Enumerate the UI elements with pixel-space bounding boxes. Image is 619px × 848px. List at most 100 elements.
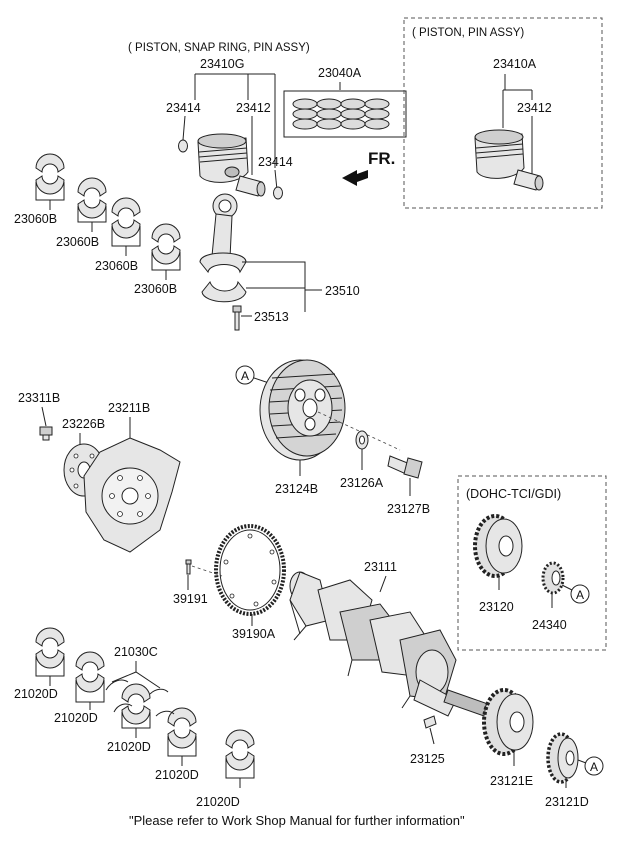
crank-key-23125 — [423, 715, 437, 729]
snap-ring-right — [273, 186, 283, 200]
con-rod-bolt-23513 — [232, 305, 242, 331]
leader-21020D-3 — [121, 712, 151, 738]
oil-pump-sprocket-24340 — [541, 561, 565, 595]
ring-gear-39190A — [214, 524, 286, 616]
footer-note: "Please refer to Work Shop Manual for fu… — [129, 813, 465, 828]
part-label-23040A: 23040A — [318, 66, 362, 80]
part-label-23412-mid: 23412 — [236, 101, 271, 115]
leader-23111 — [379, 575, 387, 593]
part-label-23414-left: 23414 — [166, 101, 201, 115]
crankshaft-pulley-23124B — [259, 359, 346, 461]
part-label-23060B-4: 23060B — [134, 282, 177, 296]
crankshaft-23111 — [289, 571, 494, 718]
main-bearing-4 — [167, 707, 197, 749]
piston-pin-assy-caption: ( PISTON, PIN ASSY) — [412, 27, 524, 39]
leader-23060B-3 — [111, 226, 141, 256]
part-label-23060B-3: 23060B — [95, 259, 138, 273]
leader-23410G — [194, 73, 276, 168]
part-label-23410A: 23410A — [493, 57, 537, 71]
part-label-23111: 23111 — [364, 560, 397, 574]
piston-ring-set-23040A — [283, 90, 407, 138]
dohc-variant-caption: (DOHC-TCI/GDI) — [466, 487, 561, 501]
piston-pin-23412 — [235, 175, 266, 197]
piston-23410A — [474, 129, 525, 179]
con-rod-bearing-4 — [151, 223, 181, 265]
leader-23060B-4 — [151, 252, 181, 280]
snap-ring-left — [178, 139, 188, 153]
part-label-23060B-2: 23060B — [56, 235, 99, 249]
part-label-23060B-1: 23060B — [14, 212, 57, 226]
part-label-23121D: 23121D — [545, 795, 589, 809]
piston-23410G — [197, 133, 249, 183]
part-label-23226B: 23226B — [62, 417, 105, 431]
leader-23510 — [242, 261, 322, 312]
leader-23125 — [429, 727, 435, 745]
part-label-21020D-4: 21020D — [155, 768, 199, 782]
leader-23060B-2 — [77, 206, 107, 232]
part-label-23412-box: 23412 — [517, 101, 552, 115]
part-label-23126A: 23126A — [340, 476, 384, 490]
part-label-23510: 23510 — [325, 284, 360, 298]
leader-ref-a-sprocket — [561, 584, 573, 591]
piston-snap-ring-pin-assy-caption: ( PISTON, SNAP RING, PIN ASSY) — [128, 42, 310, 54]
dohc-variant-box — [457, 475, 607, 651]
leader-23414-left — [182, 115, 186, 141]
ref-marker-a-pulley: A — [235, 365, 255, 385]
part-label-24340: 24340 — [532, 618, 567, 632]
main-bearing-1 — [35, 627, 65, 669]
flywheel-bolt-23311B — [39, 426, 53, 441]
front-direction-arrow — [342, 170, 368, 186]
part-label-23410G: 23410G — [200, 57, 244, 71]
part-label-23311B: 23311B — [18, 391, 60, 405]
ref-marker-a-gear: A — [584, 756, 604, 776]
piston-pin-box — [513, 169, 544, 191]
leader-21020D-1 — [35, 656, 65, 686]
part-label-21020D-1: 21020D — [14, 687, 58, 701]
con-rod-bearing-1 — [35, 153, 65, 195]
part-label-23125: 23125 — [410, 752, 445, 766]
washer-23126A — [355, 430, 369, 450]
ref-marker-a-sprocket-text: A — [576, 588, 584, 602]
con-rod-bearing-2 — [77, 177, 107, 219]
part-label-21020D-2: 21020D — [54, 711, 98, 725]
leader-23410A — [502, 74, 533, 128]
part-label-39191: 39191 — [173, 592, 208, 606]
ref-marker-a-sprocket: A — [570, 584, 590, 604]
main-bearing-5 — [225, 729, 255, 771]
part-label-23127B: 23127B — [387, 502, 430, 516]
part-label-23513: 23513 — [254, 310, 289, 324]
connecting-rod-23510 — [199, 193, 247, 303]
ref-marker-a-gear-text: A — [590, 760, 598, 774]
pin-axis-line — [191, 565, 223, 577]
leader-23060B-1 — [35, 182, 65, 210]
con-rod-bearing-3 — [111, 197, 141, 239]
crank-sprocket-23121E — [482, 688, 534, 756]
leader-ref-a-gear — [577, 759, 587, 764]
crank-sprocket-23120 — [473, 514, 523, 578]
ring-gear-pin-39191 — [185, 559, 192, 575]
part-label-23211B: 23211B — [108, 401, 150, 415]
thrust-washers-21030C — [105, 679, 175, 717]
pulley-bolt-23127B — [387, 455, 423, 479]
part-label-39190A: 39190A — [232, 627, 276, 641]
leader-23311B — [41, 406, 47, 427]
oil-pump-sprocket-23121D — [546, 732, 579, 784]
part-label-23124B: 23124B — [275, 482, 318, 496]
leader-21020D-4 — [167, 736, 197, 766]
leader-21020D-5 — [225, 758, 255, 788]
part-label-21020D-3: 21020D — [107, 740, 151, 754]
leader-23414-right — [274, 169, 278, 191]
part-label-23414-right: 23414 — [258, 155, 293, 169]
leader-21030C — [111, 661, 161, 689]
leader-21020D-2 — [75, 680, 105, 710]
front-arrow-label: FR. — [368, 149, 395, 168]
part-label-23121E: 23121E — [490, 774, 533, 788]
part-label-21020D-5: 21020D — [196, 795, 240, 809]
part-label-23120: 23120 — [479, 600, 514, 614]
piston-pin-assy-box — [403, 17, 603, 209]
drive-plate-23211B — [83, 437, 181, 553]
part-label-21030C: 21030C — [114, 645, 158, 659]
main-bearing-2 — [75, 651, 105, 693]
ref-marker-a-pulley-text: A — [241, 369, 249, 383]
